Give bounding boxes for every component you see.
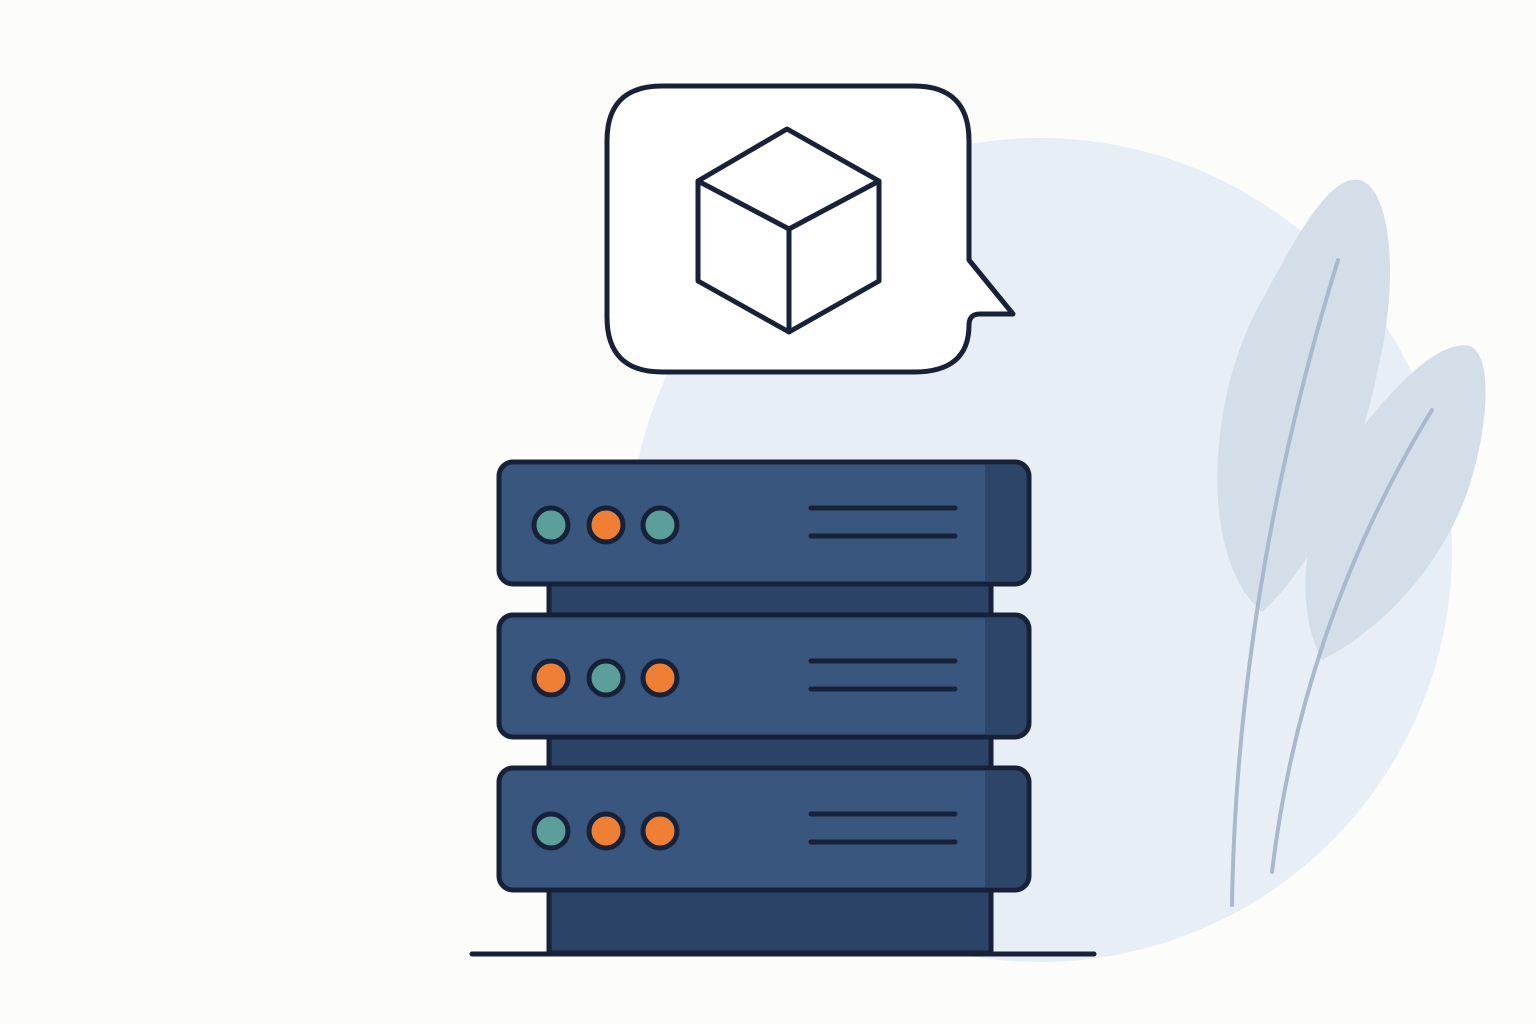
cube-icon [695, 126, 882, 335]
server-unit-outline [496, 459, 1032, 587]
server-unit-outline [496, 765, 1032, 893]
status-led-orange [586, 811, 626, 851]
leaf-right [1305, 345, 1486, 660]
server-unit-face [499, 462, 1029, 584]
status-led-teal [640, 505, 680, 545]
server-unit [496, 459, 1032, 587]
status-led-orange [640, 811, 680, 851]
status-led-orange [586, 505, 626, 545]
server-unit [496, 765, 1032, 893]
server-unit-face [499, 615, 1029, 737]
stem-left [1230, 258, 1340, 907]
stem-right [1270, 408, 1434, 874]
leaf-left [1217, 179, 1391, 612]
server-unit-side [985, 771, 1026, 887]
speech-bubble [604, 83, 1016, 375]
speech-bubble-icon [604, 83, 1016, 375]
leaf-plant-icon [1217, 179, 1486, 907]
status-led-teal [531, 811, 571, 851]
status-led-teal [531, 505, 571, 545]
status-led-orange [640, 658, 680, 698]
server-unit-face [499, 768, 1029, 890]
server-unit-side [985, 465, 1026, 581]
server-unit-outline [496, 612, 1032, 740]
server-unit [496, 612, 1032, 740]
server-unit-side [985, 618, 1026, 734]
status-led-orange [531, 658, 571, 698]
server-stack-icon [469, 459, 1097, 957]
status-led-teal [586, 658, 626, 698]
